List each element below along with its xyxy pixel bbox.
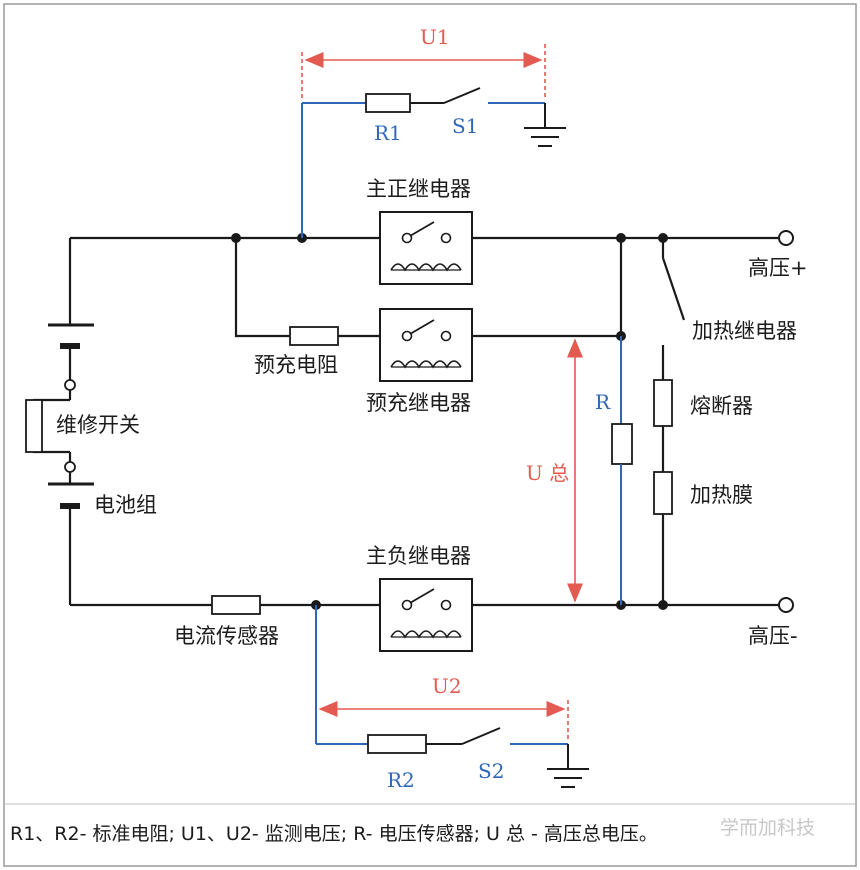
measure-arrows (301, 44, 583, 742)
current-sensor-label: 电流传感器 (174, 624, 279, 648)
main-negative-relay-label: 主负继电器 (366, 544, 471, 568)
fuse-label: 熔断器 (690, 394, 753, 418)
hv-positive-label: 高压+ (748, 256, 808, 280)
u-total-label: U 总 (526, 461, 569, 485)
service-switch-label: 维修开关 (56, 413, 140, 437)
heating-film-symbol (653, 471, 673, 515)
main-negative-relay-symbol (379, 578, 473, 652)
u1-label: U1 (420, 25, 450, 49)
precharge-resistor-symbol (289, 326, 339, 346)
r-label: R (595, 390, 611, 414)
u1-monitor-circuit (301, 87, 566, 238)
main-positive-relay-symbol (379, 211, 473, 285)
s2-label: S2 (478, 759, 504, 783)
fuse-symbol (653, 379, 673, 427)
current-sensor-symbol (211, 595, 261, 615)
watermark-text: 学而加科技 (720, 817, 815, 839)
precharge-relay-symbol (379, 308, 473, 382)
battery-cells (48, 323, 94, 509)
s1-label: S1 (452, 114, 478, 138)
precharge-relay-label: 预充继电器 (366, 391, 471, 415)
precharge-resistor-label: 预充电阻 (254, 353, 338, 377)
hv-negative-terminal-icon (778, 597, 794, 613)
heating-film-label: 加热膜 (690, 483, 753, 507)
r-voltage-sensor (611, 336, 633, 605)
main-positive-relay-label: 主正继电器 (366, 177, 471, 201)
r2-label: R2 (387, 768, 415, 792)
legend-caption: R1、R2- 标准电阻; U1、U2- 监测电压; R- 电压传感器; U 总 … (10, 823, 658, 845)
r1-label: R1 (374, 121, 402, 145)
u2-monitor-circuit (315, 605, 589, 788)
service-switch-symbol (25, 379, 76, 473)
u2-label: U2 (432, 674, 462, 698)
hv-negative-label: 高压- (748, 624, 798, 648)
heating-relay-label: 加热继电器 (692, 319, 797, 343)
hv-positive-terminal-icon (778, 230, 794, 246)
main-wiring (32, 236, 780, 607)
battery-pack-label: 电池组 (94, 493, 157, 517)
diagram-frame (3, 3, 857, 867)
